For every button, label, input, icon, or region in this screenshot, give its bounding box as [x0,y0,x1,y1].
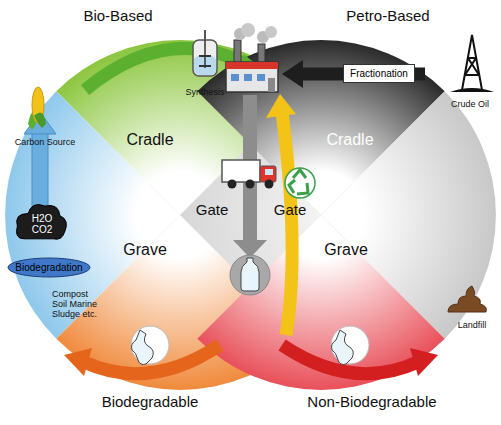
ellipse-shape [8,258,90,277]
process-box: Fractionation [343,64,415,83]
section-heading: Non-Biodegradable [307,394,436,411]
section-heading: Bio-Based [83,8,152,25]
sink-label: Landfill [458,321,487,331]
stage-label: Grave [123,241,167,259]
stage-label: Cradle [126,131,173,149]
source-label: Crude Oil [451,100,489,110]
process-ellipse: Biodegradation [7,257,91,278]
stage-label: Cradle [326,131,373,149]
environment-list: Compost Soil Marine Sludge etc. [52,290,98,320]
node-text: H2O CO2 [29,213,55,235]
source-label: Carbon Source [15,138,76,148]
section-heading: Biodegradable [102,394,199,411]
stage-label: Gate [274,202,307,219]
cloud-node: H2O CO2 [14,201,70,243]
stage-label: Gate [196,202,229,219]
cloud-shape [17,205,67,240]
node-text: Fractionation [350,68,408,79]
node-text: Biodegradation [15,262,82,273]
stage-label: Grave [324,241,368,259]
section-heading: Petro-Based [346,8,429,25]
step-label: Synthesis [185,88,224,98]
